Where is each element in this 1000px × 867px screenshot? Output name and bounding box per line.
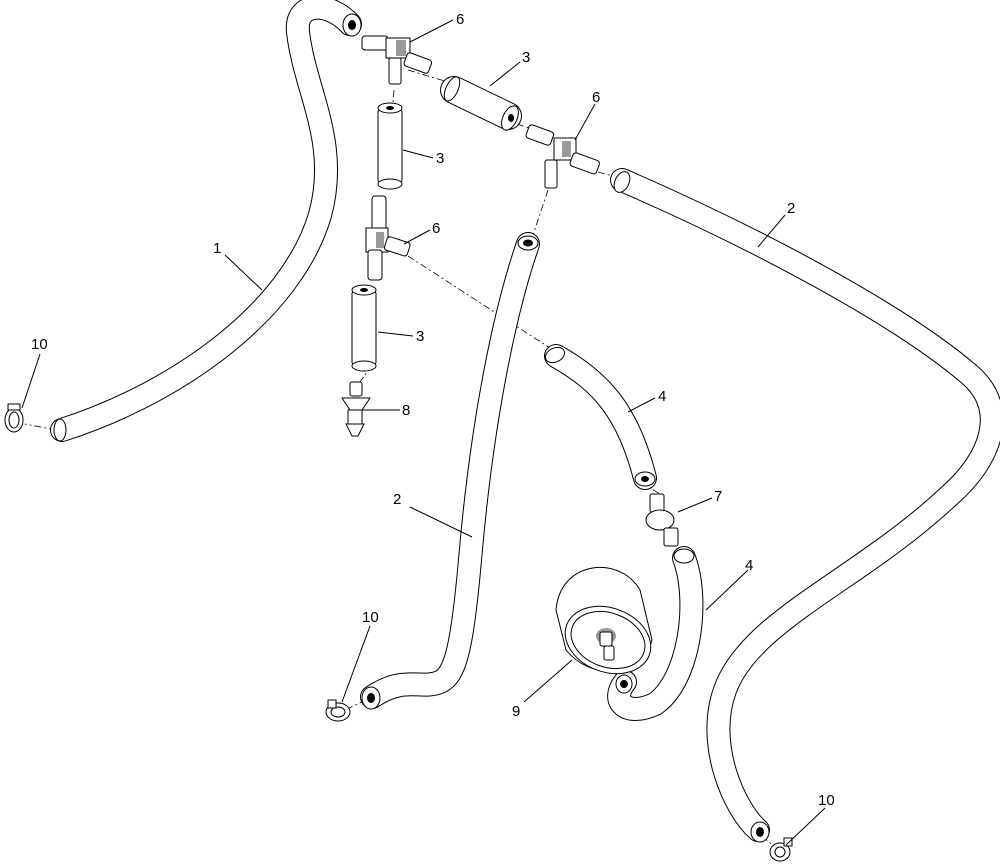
- leader-lines: [21, 19, 826, 846]
- tee-fitting-right: [525, 124, 600, 189]
- hose-clamp-10-left: [4, 403, 24, 433]
- hose-4-lower: [607, 546, 704, 721]
- callout-3-mid: 3: [436, 150, 444, 167]
- tee-fitting-mid: [365, 195, 411, 281]
- fuel-filter-9: [555, 567, 653, 675]
- callout-10-left: 10: [31, 336, 48, 353]
- tee-fitting-top: [361, 35, 433, 85]
- callout-labels: 1 2 2 3 3 3 4 4 6 6 6 7 8 9 10 10 10: [31, 11, 835, 809]
- callout-9: 9: [512, 703, 520, 720]
- hose-clamp-10-mid: [325, 699, 351, 722]
- callout-2-lower: 2: [393, 491, 401, 508]
- callout-6-top: 6: [456, 11, 464, 28]
- inline-connector-7: [645, 493, 679, 547]
- hose-2-lower: [360, 232, 540, 710]
- callout-6-right: 6: [592, 89, 600, 106]
- callout-7: 7: [714, 488, 722, 505]
- hose-2-right: [610, 168, 1000, 843]
- barb-fitting-8: [341, 381, 371, 437]
- callout-1: 1: [213, 240, 221, 257]
- callout-3-top: 3: [522, 49, 530, 66]
- callout-4-upper: 4: [658, 388, 666, 405]
- hose-3-low: [351, 284, 377, 372]
- hose-1: [50, 0, 362, 442]
- callout-8: 8: [402, 402, 410, 419]
- hose-3-top: [440, 76, 522, 131]
- callout-6-mid: 6: [432, 220, 440, 237]
- hose-3-mid: [377, 102, 403, 190]
- hose-clamp-10-right: [769, 837, 793, 862]
- callout-2-right: 2: [787, 200, 795, 217]
- callout-4-lower: 4: [745, 557, 753, 574]
- callout-3-low: 3: [416, 328, 424, 345]
- callout-10-mid: 10: [362, 609, 379, 626]
- hose-4-upper: [544, 344, 657, 490]
- callout-10-right: 10: [818, 792, 835, 809]
